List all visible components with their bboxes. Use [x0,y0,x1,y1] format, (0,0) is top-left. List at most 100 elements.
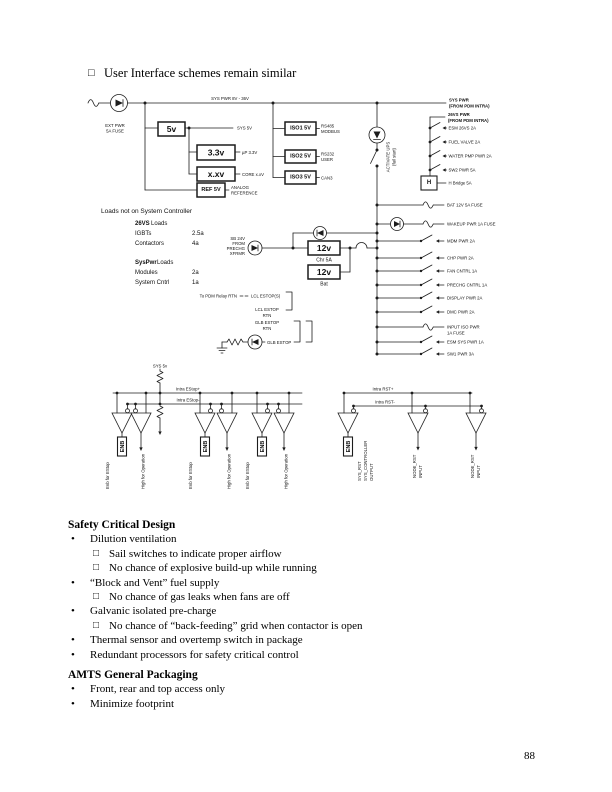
regulator-5v-label: 5v [167,124,177,134]
iso1-label: ISO1 5V [290,126,311,132]
enb-box [342,436,354,457]
regulator-xxv-label: x.xv [208,169,225,179]
high-for-operation-label: High for Operation [227,453,232,489]
26vs-pwr-label-1: 26VS PWR [448,112,471,117]
bracket-icon [293,320,301,343]
node-rst-label-2: INPUT [476,465,481,478]
sys-rst-label-2: SYS_CONTROLLER [363,441,368,481]
regulator-3v3-box [196,144,236,161]
enb-box [256,436,268,457]
checkbox-icon: □ [93,562,100,574]
lcl-estop-rtn-label-2: RTN [263,313,272,318]
switch-row-display: DISPLAY PWR 2A [375,291,483,301]
loads-row-contactors: Contactors [135,241,164,247]
loads-26vs-rest: Loads [151,221,167,227]
regulator-5v-box [157,121,186,137]
list-item-text: No chance of gas leaks when fans are off [109,591,290,604]
row-label: DISPLAY PWR 2A [447,296,483,301]
loads-row-igbts-value: 2.5a [192,231,204,237]
sys-bus-label: SYS PWR 8V - 36V [211,96,249,101]
activate-ups-label-2: (fail start) [392,147,397,165]
bullet-icon: • [71,648,75,661]
list-item-text: Redundant processors for safety critical… [90,648,299,661]
glb-estop-rtn-label-1: GLB ESTOP [255,320,279,325]
bat-label: Bat [320,282,328,288]
bullet-icon: • [71,634,75,647]
enb-label: ENB [260,441,266,453]
ext-pwr-label-2: 5A FUSE [106,129,124,134]
node-rst-gate: NODE_RST INPUT [465,391,487,478]
26vs-pwr-label-2: (FROM PDM INTRA) [448,118,489,123]
sys-5v-label: SYS 5V [237,126,252,131]
bracket-icon [305,320,313,343]
iso1-out-label-2: MODBUS [321,129,340,134]
intra-rst-plus-label: Intra RST+ [373,386,394,391]
iso2-out-label-2: USER [321,157,333,162]
iso3-label: ISO3 5V [290,175,311,181]
list-item-text: Front, rear and top access only [90,683,226,696]
checkbox-icon: □ [93,619,100,631]
switch-row-prechg: PRECHG CNTRL 1A [375,278,487,288]
list-item: □Sail switches to indicate proper airflo… [68,547,554,561]
amts-title: AMTS General Packaging [68,669,198,681]
row-label: WATER PMP PWR 2A [449,154,492,159]
loads-row-contactors-value: 4a [192,241,199,247]
list-item: • Redundant processors for safety critica… [68,648,554,662]
switch-row-mdm: MDM PWR 2A [375,234,475,244]
list-item: •Front, rear and top access only [68,682,554,696]
iso1-out-label-1: RS485 [321,124,335,129]
checkbox-icon: □ [93,591,100,603]
bullet-icon: • [71,605,75,618]
h-bridge: H H Bridge 5A [420,175,472,191]
loads-row-syscntrl: System Cntrl [135,280,169,286]
switch-row-fuel-valve: FUEL VALVE 2A [428,136,480,145]
fuse-row-input-iso: INPUT ISO PWR 1A FUSE [375,323,480,336]
sys-rst-gate: ENB SYS_RST SYS_CONTROLLER OUTPUT [337,391,374,481]
row-label: CHP PWR 2A [447,256,474,261]
enb-label: ENB [120,441,126,453]
core-xxv-label: CORE x.xV [242,172,264,177]
list-item-text: Thermal sensor and overtemp switch in pa… [90,634,303,647]
row-label: MDM PWR 2A [447,239,475,244]
row-label: WAKEUP PWR 1A FUSE [447,222,496,227]
main-bus-vertical: ACTIVATE UPS (fail start) SYS PWR (FROM … [368,98,490,355]
loads-row-igbts: IGBTs [135,231,151,237]
switch-row-esm-sys: ESM SYS PWR 1A [375,335,484,345]
safety-title: Safety Critical Design [68,519,176,531]
lcl-estop-rtn-label-1: LCL ESTOP [255,307,279,312]
iso2-out-label-1: RS232 [321,152,335,157]
iso3-out-label: CAN3 [321,176,333,181]
sb24v-label-1: SB 24V [230,236,245,241]
iso-column: ISO1 5V RS485 MODBUS ISO2 5V RS232 USER … [272,102,340,185]
estop-gate-group: ENB Enb for EStop High for Operation [188,391,238,489]
list-item-text: Galvanic isolated pre-charge [90,605,217,618]
list-item-text: “Block and Vent” fuel supply [90,576,220,589]
list-item: • Galvanic isolated pre-charge [68,604,554,618]
glb-estop-label: GLB ESTOP [267,340,291,345]
charger-section: SB 24V FROM PRECHG XFRMR 12v Chr 5A [227,226,379,288]
loads-26vs-bold: 26VS [135,221,150,227]
up-3v3-label: µP 3.3V [242,150,257,155]
bracket-icon [285,291,293,311]
sb24v-label-2: FROM [232,241,245,246]
list-item: • Thermal sensor and overtemp switch in p… [68,633,554,647]
estop-gate-group: ENB Enb for EStop High for Operation [105,391,152,489]
list-item: □No chance of explosive build-up while r… [68,561,554,575]
regulator-3v3-label: 3.3v [208,148,225,158]
ref-5v-label: REF 5V [201,187,221,193]
enb-for-estop-label: Enb for EStop [105,462,110,489]
sys-rst-label-3: OUTPUT [369,463,374,481]
regulator-column: 5v SYS 5V 3.3v µP 3.3V x.xv CORE x.xV RE… [144,102,264,198]
ext-pwr-label-1: EXT PWR [105,123,125,128]
estop-section: To PDM Relay RTN LCL ESTOP(S) LCL ESTOP … [200,291,313,354]
list-item-text: Dilution ventilation [90,533,177,546]
sys-bus: SYS PWR 8V - 36V [127,96,447,105]
high-for-operation-label: High for Operation [141,453,146,489]
checkbox-icon: □ [93,547,100,559]
h-bridge-label: H Bridge 5A [449,181,472,186]
intra-estop-plus-label: Intra EStop+ [176,386,200,391]
rst-logic-right: Intra RST+ Intra RST- ENB SYS_RST SYS_CO… [337,386,487,481]
estop-gate-group: ENB Enb for EStop High for Operation [245,391,295,489]
row-label: FAN CNTRL 1A [447,269,477,274]
switch-row-dmc: DMC PWR 2A [375,305,475,315]
